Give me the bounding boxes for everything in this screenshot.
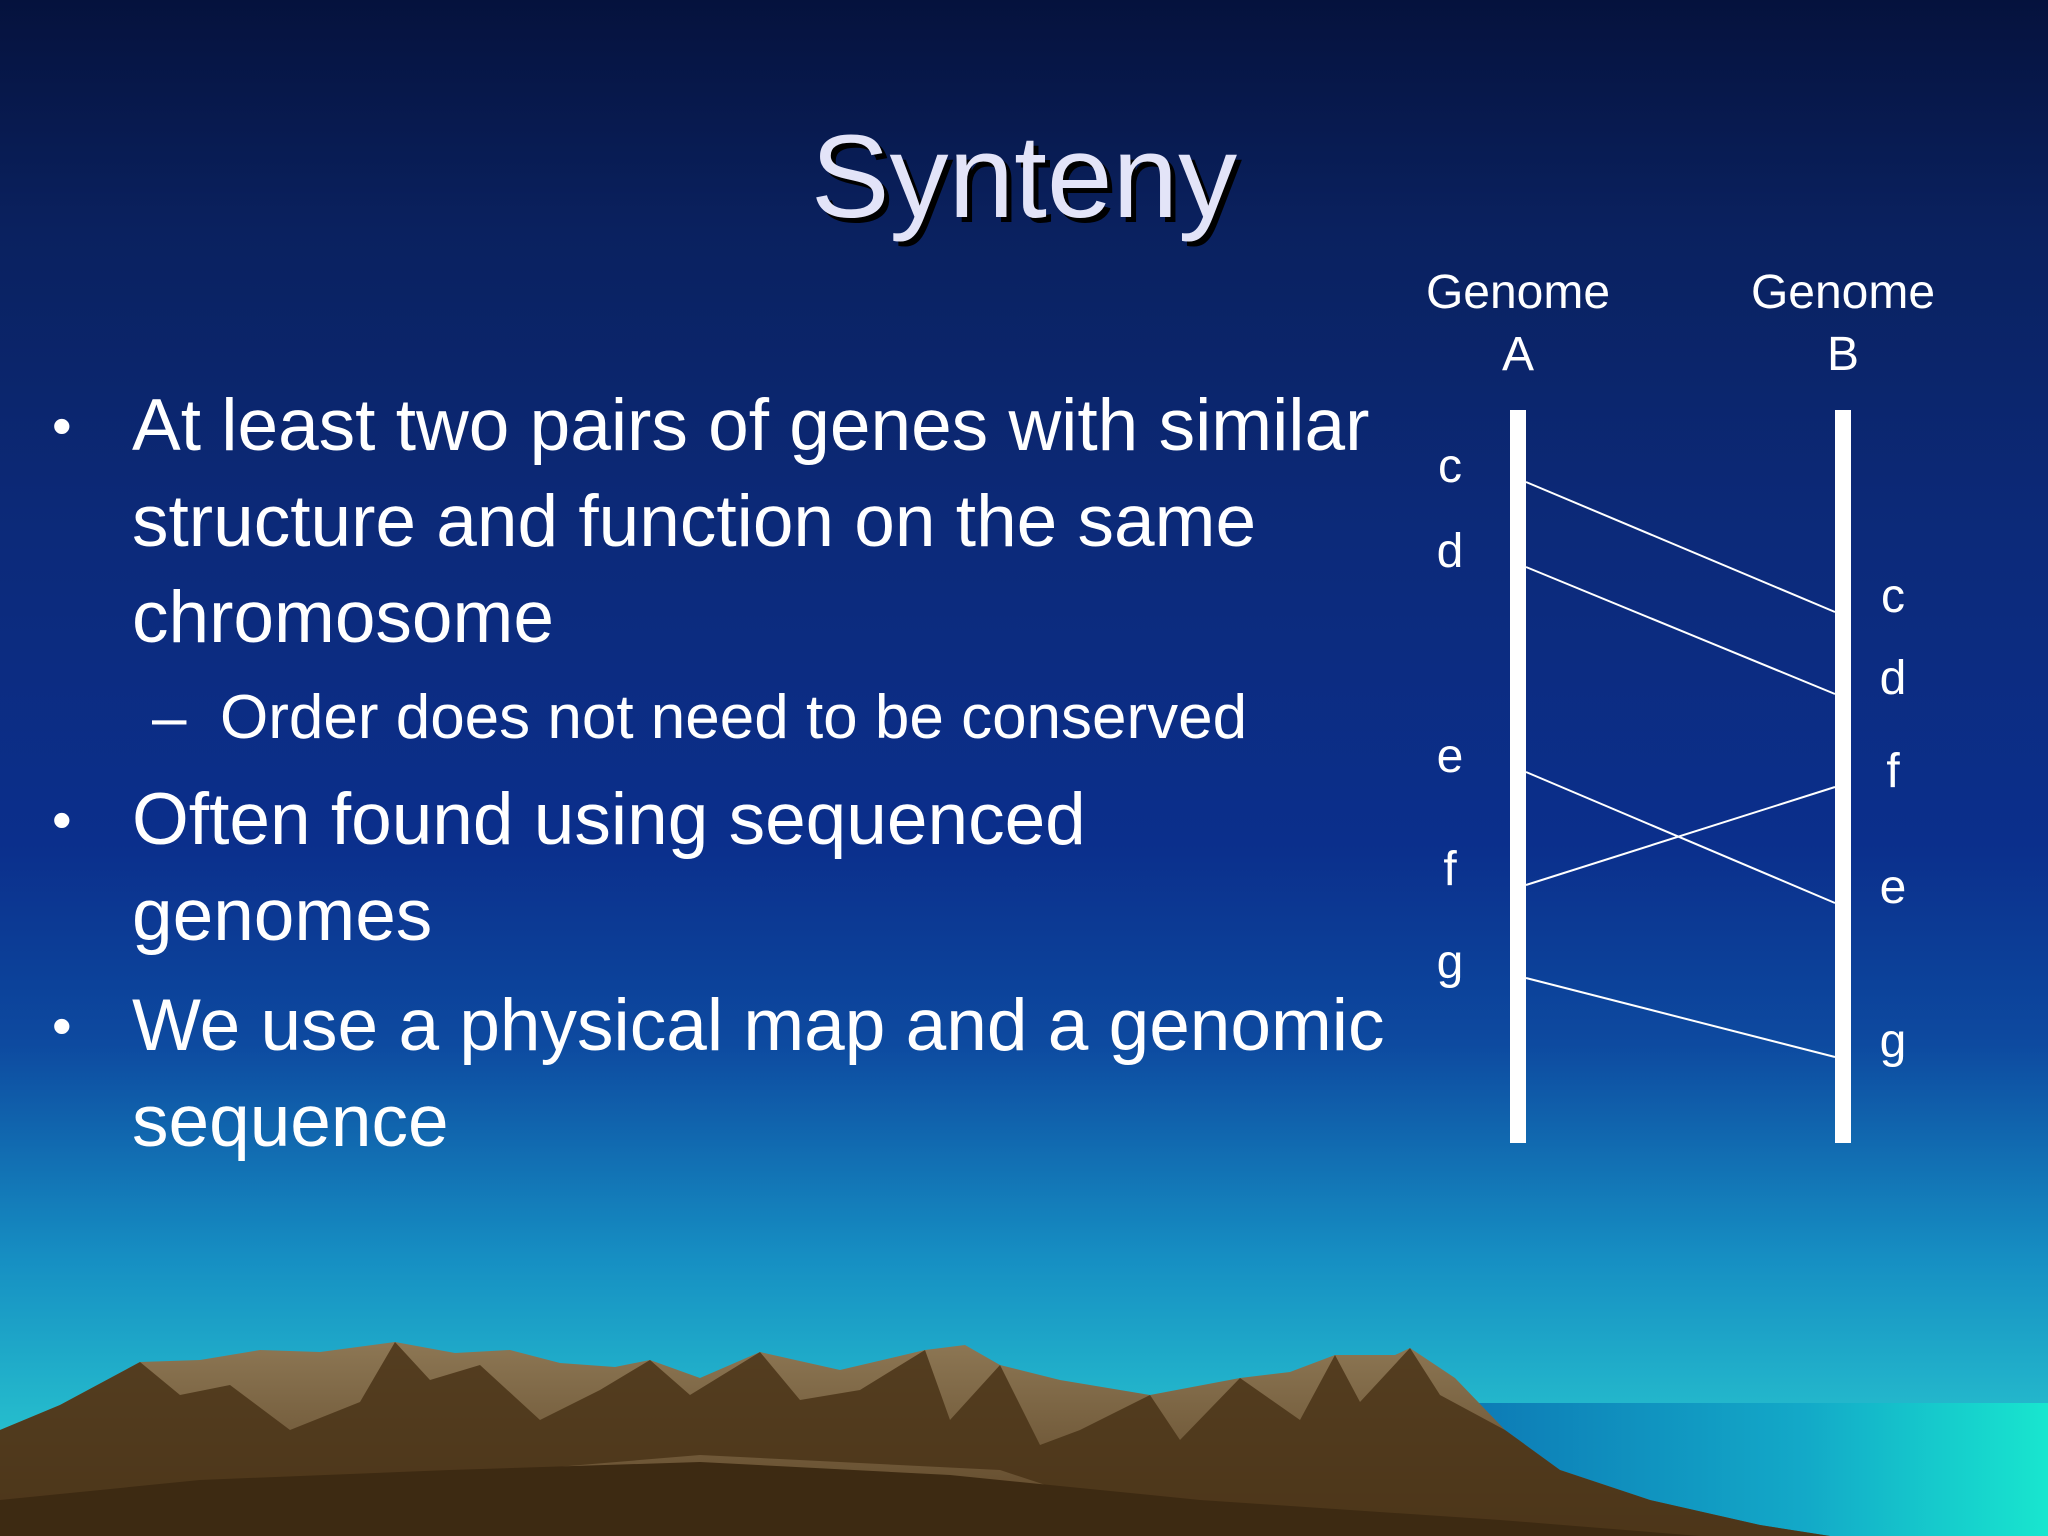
genome-b-gene-label: g — [1880, 1015, 1907, 1068]
genome-b-gene-label: d — [1880, 652, 1907, 705]
synteny-link-line — [1525, 786, 1836, 886]
slide-title: Synteny — [810, 111, 1238, 243]
synteny-link-line — [1525, 481, 1836, 613]
dash-icon: – — [152, 683, 187, 752]
synteny-link-line — [1525, 566, 1836, 695]
genome-a-label: Genome — [1426, 266, 1610, 319]
genome-b-label-letter: B — [1827, 328, 1859, 381]
genome-b-gene-label: c — [1881, 570, 1905, 623]
bullet-text: We use a physical map and a genomic sequ… — [132, 985, 1385, 1162]
genome-b-label: Genome — [1751, 266, 1935, 319]
synteny-link-line — [1525, 771, 1836, 904]
bullet-list: • At least two pairs of genes with simil… — [52, 378, 1392, 1170]
sub-bullet-text: Order does not need to be conserved — [220, 683, 1248, 752]
bullet-text: At least two pairs of genes with similar… — [132, 385, 1370, 658]
mountain-shadow — [0, 1342, 1830, 1536]
bullet-text: Often found using sequenced genomes — [132, 779, 1086, 956]
genome-a-gene-label: d — [1437, 525, 1464, 578]
bullet-icon: • — [52, 788, 72, 851]
genome-b-genes: cdf e g — [1880, 570, 1907, 1068]
genome-b-chromosome — [1835, 410, 1851, 1143]
genome-b-gene-label: f — [1886, 745, 1900, 798]
bullet-icon: • — [52, 394, 72, 457]
synteny-links — [1525, 481, 1836, 1058]
genome-a-gene-label: e — [1437, 730, 1464, 783]
genome-a-gene-label: c — [1438, 440, 1462, 493]
synteny-link-line — [1525, 977, 1836, 1058]
genome-b-gene-label: e — [1880, 861, 1907, 914]
mountain-foreground — [0, 1462, 1700, 1536]
bullet-icon: • — [52, 994, 72, 1057]
bullet-item: • We use a physical map and a genomic se… — [52, 978, 1392, 1170]
genome-a-chromosome — [1510, 410, 1526, 1143]
sub-bullet-item: – Order does not need to be conserved — [52, 678, 1392, 758]
genome-a-label-letter: A — [1502, 328, 1534, 381]
genome-a-gene-label: g — [1437, 936, 1464, 989]
bullet-item: • At least two pairs of genes with simil… — [52, 378, 1392, 666]
genome-a-gene-label: f — [1443, 843, 1457, 896]
genome-a-genes: cd e fg — [1437, 440, 1464, 989]
bullet-item: • Often found using sequenced genomes — [52, 772, 1392, 964]
